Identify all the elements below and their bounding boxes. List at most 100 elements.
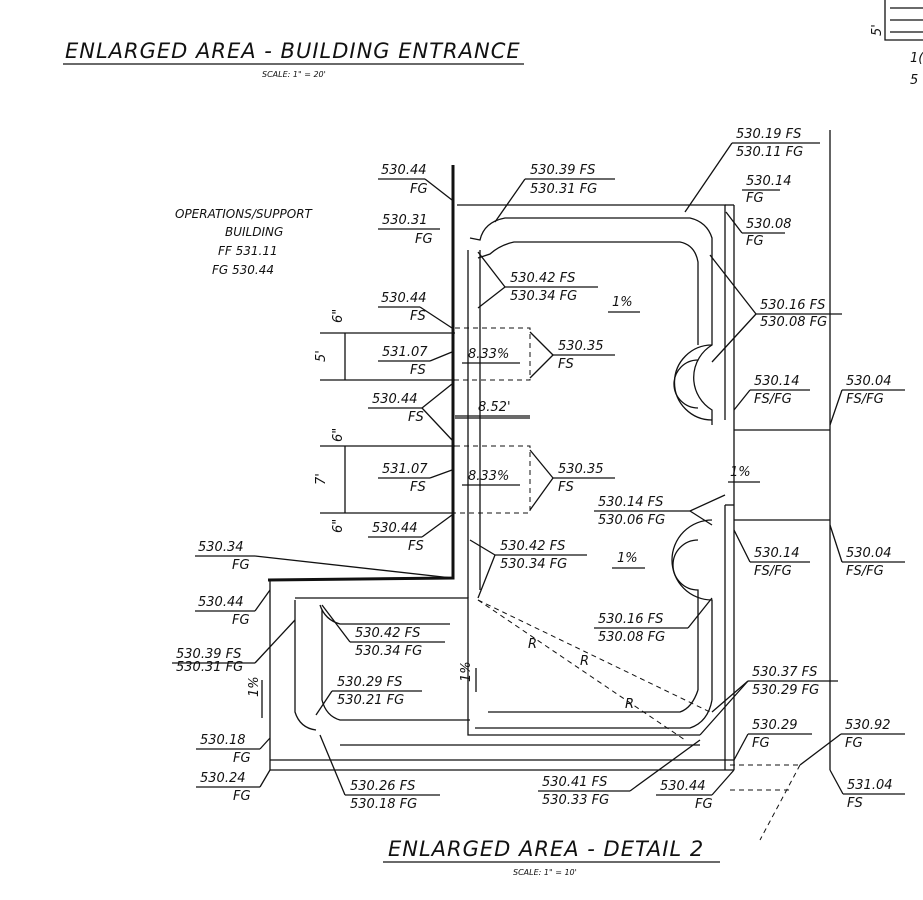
dim-6in-a: 6": [331, 309, 346, 323]
svg-text:530.31 FG: 530.31 FG: [530, 182, 597, 197]
svg-text:530.31: 530.31: [382, 213, 428, 228]
svg-text:FG: FG: [695, 797, 713, 812]
dim-6in-c: 6": [331, 519, 346, 533]
pct-3: 1%: [617, 551, 638, 566]
svg-text:FS/FG: FS/FG: [754, 392, 792, 407]
svg-text:530.44: 530.44: [660, 779, 706, 794]
svg-text:530.41 FS: 530.41 FS: [542, 775, 607, 790]
svg-text:FG: FG: [752, 736, 770, 751]
svg-text:530.26 FS: 530.26 FS: [350, 779, 415, 794]
building-label: OPERATIONS/SUPPORT BUILDING FF 531.11 FG…: [175, 207, 314, 277]
dim-7ft: 7': [314, 473, 329, 485]
radius-1: R: [528, 637, 537, 652]
svg-text:530.42 FS: 530.42 FS: [355, 626, 420, 641]
corner-text-b: 5: [910, 73, 918, 88]
radius-3: R: [625, 697, 634, 712]
svg-text:530.08 FG: 530.08 FG: [598, 630, 665, 645]
svg-text:531.04: 531.04: [847, 778, 893, 793]
radius-2: R: [580, 654, 589, 669]
svg-text:530.24: 530.24: [200, 771, 246, 786]
svg-text:FG: FG: [746, 234, 764, 249]
svg-text:530.18: 530.18: [200, 733, 246, 748]
label-l25: 530.16 FS 530.08 FG: [594, 597, 713, 645]
svg-text:FS: FS: [558, 480, 574, 495]
top-title: ENLARGED AREA - BUILDING ENTRANCE: [65, 39, 521, 63]
svg-text:530.39 FS: 530.39 FS: [530, 163, 595, 178]
pct-5: 1%: [247, 676, 262, 697]
svg-text:530.29 FS: 530.29 FS: [337, 675, 402, 690]
pct-4: 1%: [459, 661, 474, 682]
svg-text:FS: FS: [410, 480, 426, 495]
svg-text:FS/FG: FS/FG: [846, 392, 884, 407]
svg-text:530.44: 530.44: [198, 595, 244, 610]
svg-text:530.18 FG: 530.18 FG: [350, 797, 417, 812]
svg-text:531.07: 531.07: [382, 462, 428, 477]
svg-text:FG: FG: [410, 182, 428, 197]
svg-text:530.29 FG: 530.29 FG: [752, 683, 819, 698]
svg-text:FS: FS: [558, 357, 574, 372]
svg-text:530.16 FS: 530.16 FS: [760, 298, 825, 313]
svg-text:530.06 FG: 530.06 FG: [598, 513, 665, 528]
svg-text:530.04: 530.04: [846, 374, 892, 389]
label-l04: 530.19 FS 530.11 FG: [684, 127, 820, 213]
slope-1: 8.33%: [468, 347, 509, 362]
dimensions: 6" 5' 6" 7' 6" 8.52' 8.33% 8.33% 1% 1% 1…: [247, 295, 760, 718]
ramps: [455, 327, 801, 841]
svg-text:FG: FG: [415, 232, 433, 247]
svg-text:531.07: 531.07: [382, 345, 428, 360]
label-l34: 530.41 FS 530.33 FG: [538, 739, 701, 808]
svg-text:530.16 FS: 530.16 FS: [598, 612, 663, 627]
svg-text:FS: FS: [408, 539, 424, 554]
label-l09: 530.16 FS 530.08 FG: [709, 254, 842, 363]
corner-fragment: 5' 1( 5: [870, 0, 923, 88]
bottom-scale: SCALE: 1" = 10': [513, 868, 577, 877]
svg-text:FS: FS: [847, 796, 863, 811]
svg-text:530.35: 530.35: [558, 462, 604, 477]
svg-text:530.44: 530.44: [381, 291, 427, 306]
building-line1: OPERATIONS/SUPPORT: [175, 207, 314, 221]
svg-text:530.04: 530.04: [846, 546, 892, 561]
dim-852: 8.52': [478, 400, 511, 415]
plaza-outline: [269, 130, 831, 771]
building-line3: FF 531.11: [218, 244, 278, 258]
svg-text:530.31 FG: 530.31 FG: [176, 660, 243, 675]
svg-text:530.34 FG: 530.34 FG: [355, 644, 422, 659]
svg-text:530.29: 530.29: [752, 718, 798, 733]
svg-text:530.08 FG: 530.08 FG: [760, 315, 827, 330]
svg-text:FS/FG: FS/FG: [754, 564, 792, 579]
svg-text:FG: FG: [233, 751, 251, 766]
svg-text:FG: FG: [232, 613, 250, 628]
svg-text:FG: FG: [845, 736, 863, 751]
svg-text:530.33 FG: 530.33 FG: [542, 793, 609, 808]
corner-text-a: 1(: [910, 51, 923, 66]
svg-text:FG: FG: [746, 191, 764, 206]
corner-dim: 5': [870, 24, 885, 36]
building-wall-corner: [267, 540, 455, 582]
svg-text:FG: FG: [233, 789, 251, 804]
svg-text:FS/FG: FS/FG: [846, 564, 884, 579]
svg-text:530.42 FS: 530.42 FS: [510, 271, 575, 286]
svg-text:530.11 FG: 530.11 FG: [736, 145, 803, 160]
svg-text:530.19 FS: 530.19 FS: [736, 127, 801, 142]
svg-text:FS: FS: [410, 309, 426, 324]
